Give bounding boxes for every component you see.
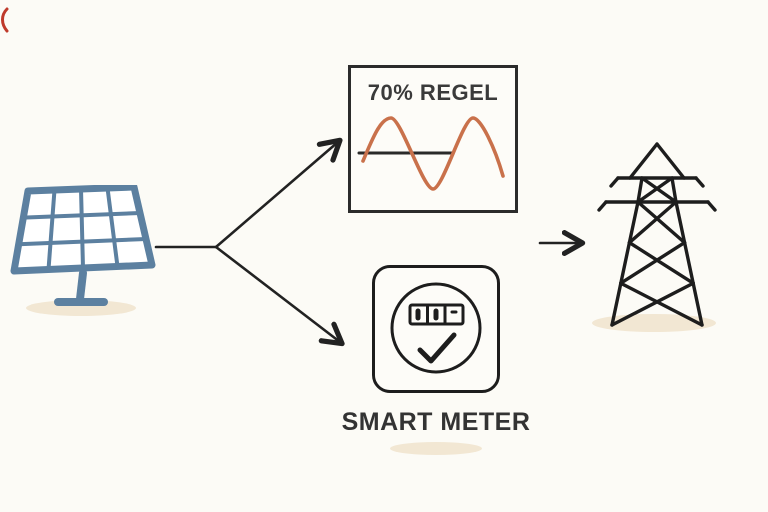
regel-box: 70% REGEL	[348, 65, 518, 213]
tower-apex	[628, 142, 686, 180]
smart-meter-box	[372, 265, 500, 393]
smart-meter-label: SMART METER	[341, 408, 531, 436]
tower-mast	[636, 176, 678, 204]
corner-red-mark-icon	[1, 7, 9, 33]
label-shadow	[390, 442, 482, 455]
tower-crossarm-upper-tips	[609, 176, 705, 188]
solar-panel-shadow	[26, 300, 136, 316]
tower-brace	[619, 240, 695, 285]
regel-box-title: 70% REGEL	[367, 80, 499, 105]
meter-display-icon	[408, 303, 465, 326]
edge-split-to-meter-arrow-icon	[214, 245, 345, 347]
solar-panel-icon	[10, 185, 156, 306]
panel-leg	[76, 269, 87, 303]
transmission-tower-icon	[597, 142, 717, 327]
sine-curve	[361, 116, 505, 191]
panel-grid-line	[21, 211, 142, 220]
checkmark-icon	[417, 332, 457, 364]
panel-grid-line	[46, 188, 57, 272]
meter-dial-circle	[390, 282, 482, 374]
panel-grid-line	[16, 237, 148, 247]
smart-meter-icon	[390, 282, 482, 374]
panel-grid-line	[79, 187, 85, 270]
tower-legs	[610, 200, 704, 327]
edge-split-to-regel-arrow-icon	[214, 137, 343, 249]
sine-wave-icon	[357, 116, 505, 191]
tower-brace	[636, 176, 678, 204]
tower-brace	[627, 200, 687, 245]
tower-brace	[610, 281, 704, 327]
meter-display-dividers	[426, 305, 447, 324]
panel-grid-line	[105, 186, 120, 269]
tower-crossarm-lower-tips	[597, 200, 717, 212]
